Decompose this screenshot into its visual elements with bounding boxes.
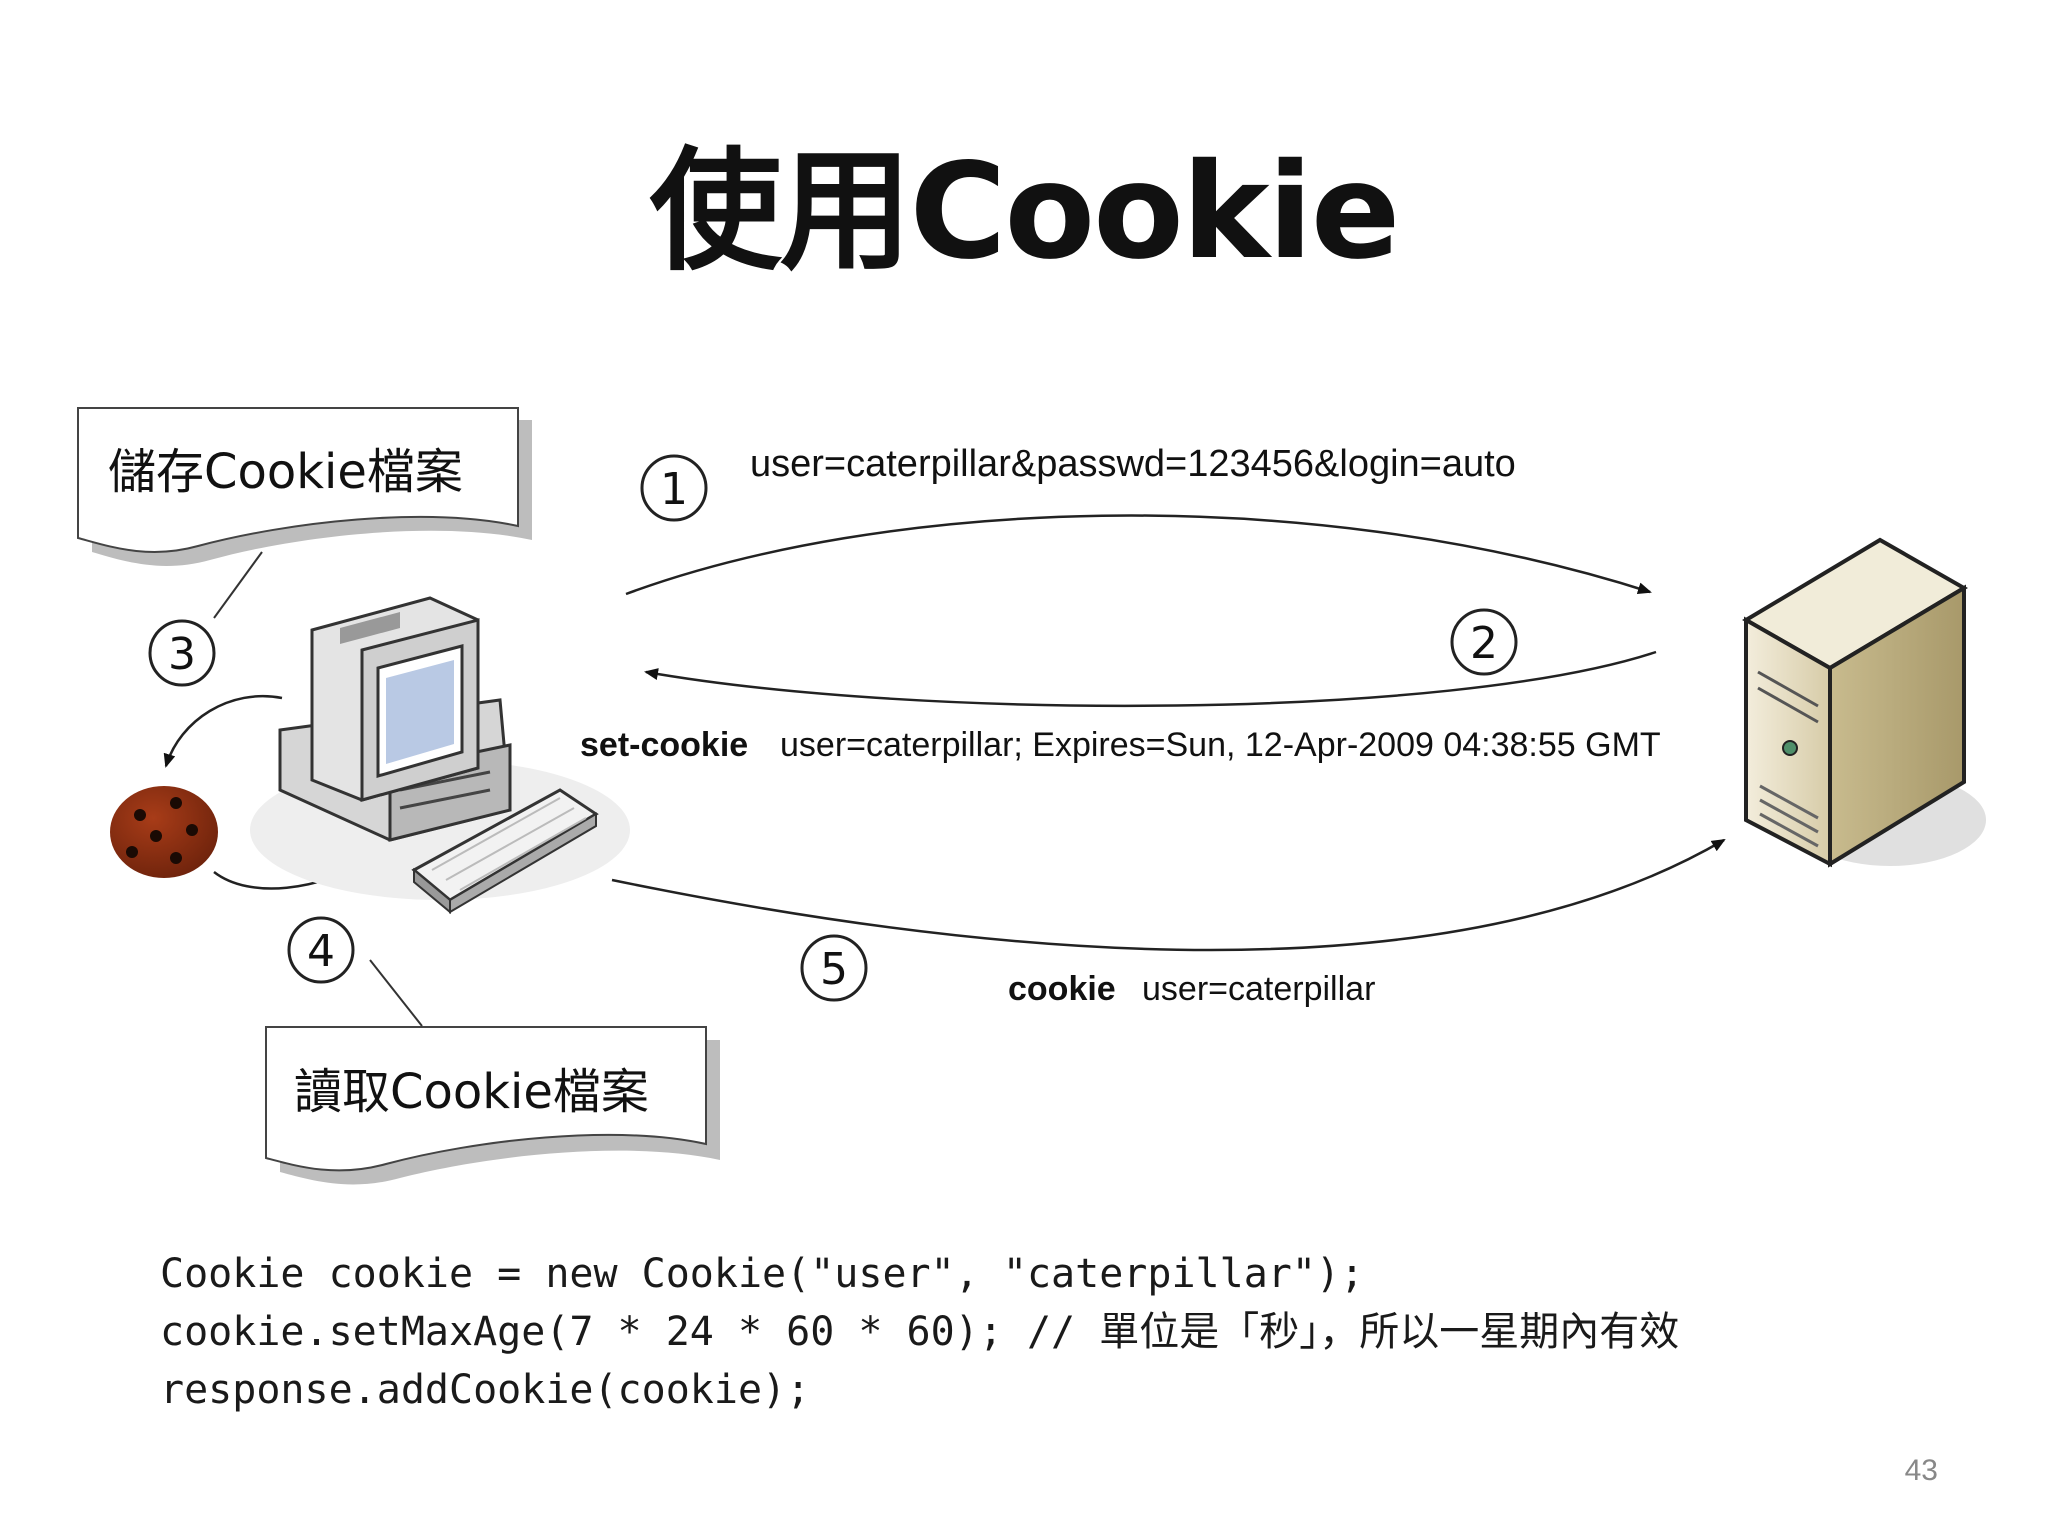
svg-text:2: 2 — [1470, 618, 1498, 669]
step-marker-2: 2 — [1450, 608, 1518, 676]
page-number: 43 — [1904, 1454, 1938, 1487]
arrow-request-1 — [625, 514, 1652, 596]
step-marker-3: 3 — [148, 619, 216, 687]
step-marker-4: 4 — [287, 916, 355, 984]
code-snippet: Cookie cookie = new Cookie("user", "cate… — [160, 1245, 1679, 1419]
message-1-text: user=caterpillar&passwd=123456&login=aut… — [750, 443, 1516, 485]
message-2-value: user=caterpillar; Expires=Sun, 12-Apr-20… — [780, 726, 1661, 764]
server-tower-icon — [1742, 537, 1986, 868]
svg-text:3: 3 — [168, 629, 196, 680]
arrow-response-2 — [644, 650, 1657, 708]
note-store-connector — [213, 551, 263, 619]
note-store-label: 儲存Cookie檔案 — [108, 444, 463, 500]
slide-title: 使用Cookie — [649, 135, 1401, 289]
note-read-label: 讀取Cookie檔案 — [294, 1064, 649, 1120]
step-marker-1: 1 — [640, 454, 708, 522]
code-line-3: response.addCookie(cookie); — [160, 1367, 811, 1413]
message-5-key: cookie — [1008, 970, 1116, 1008]
note-store-cookie: 儲存Cookie檔案 — [77, 407, 532, 566]
arrow-store-3 — [163, 695, 283, 768]
cookie-icon — [110, 786, 218, 878]
svg-text:4: 4 — [307, 926, 335, 977]
desktop-computer-icon — [250, 596, 630, 915]
code-line-1: Cookie cookie = new Cookie("user", "cate… — [160, 1251, 1365, 1297]
note-read-cookie: 讀取Cookie檔案 — [265, 1026, 720, 1185]
svg-text:5: 5 — [820, 944, 848, 995]
arrow-request-5 — [611, 838, 1726, 952]
message-5-value: user=caterpillar — [1142, 970, 1375, 1008]
step-marker-5: 5 — [800, 934, 868, 1002]
svg-text:1: 1 — [660, 464, 688, 515]
message-2-key: set-cookie — [580, 726, 748, 764]
note-read-connector — [369, 959, 423, 1027]
code-line-2: cookie.setMaxAge(7 * 24 * 60 * 60); // 單… — [160, 1309, 1680, 1355]
